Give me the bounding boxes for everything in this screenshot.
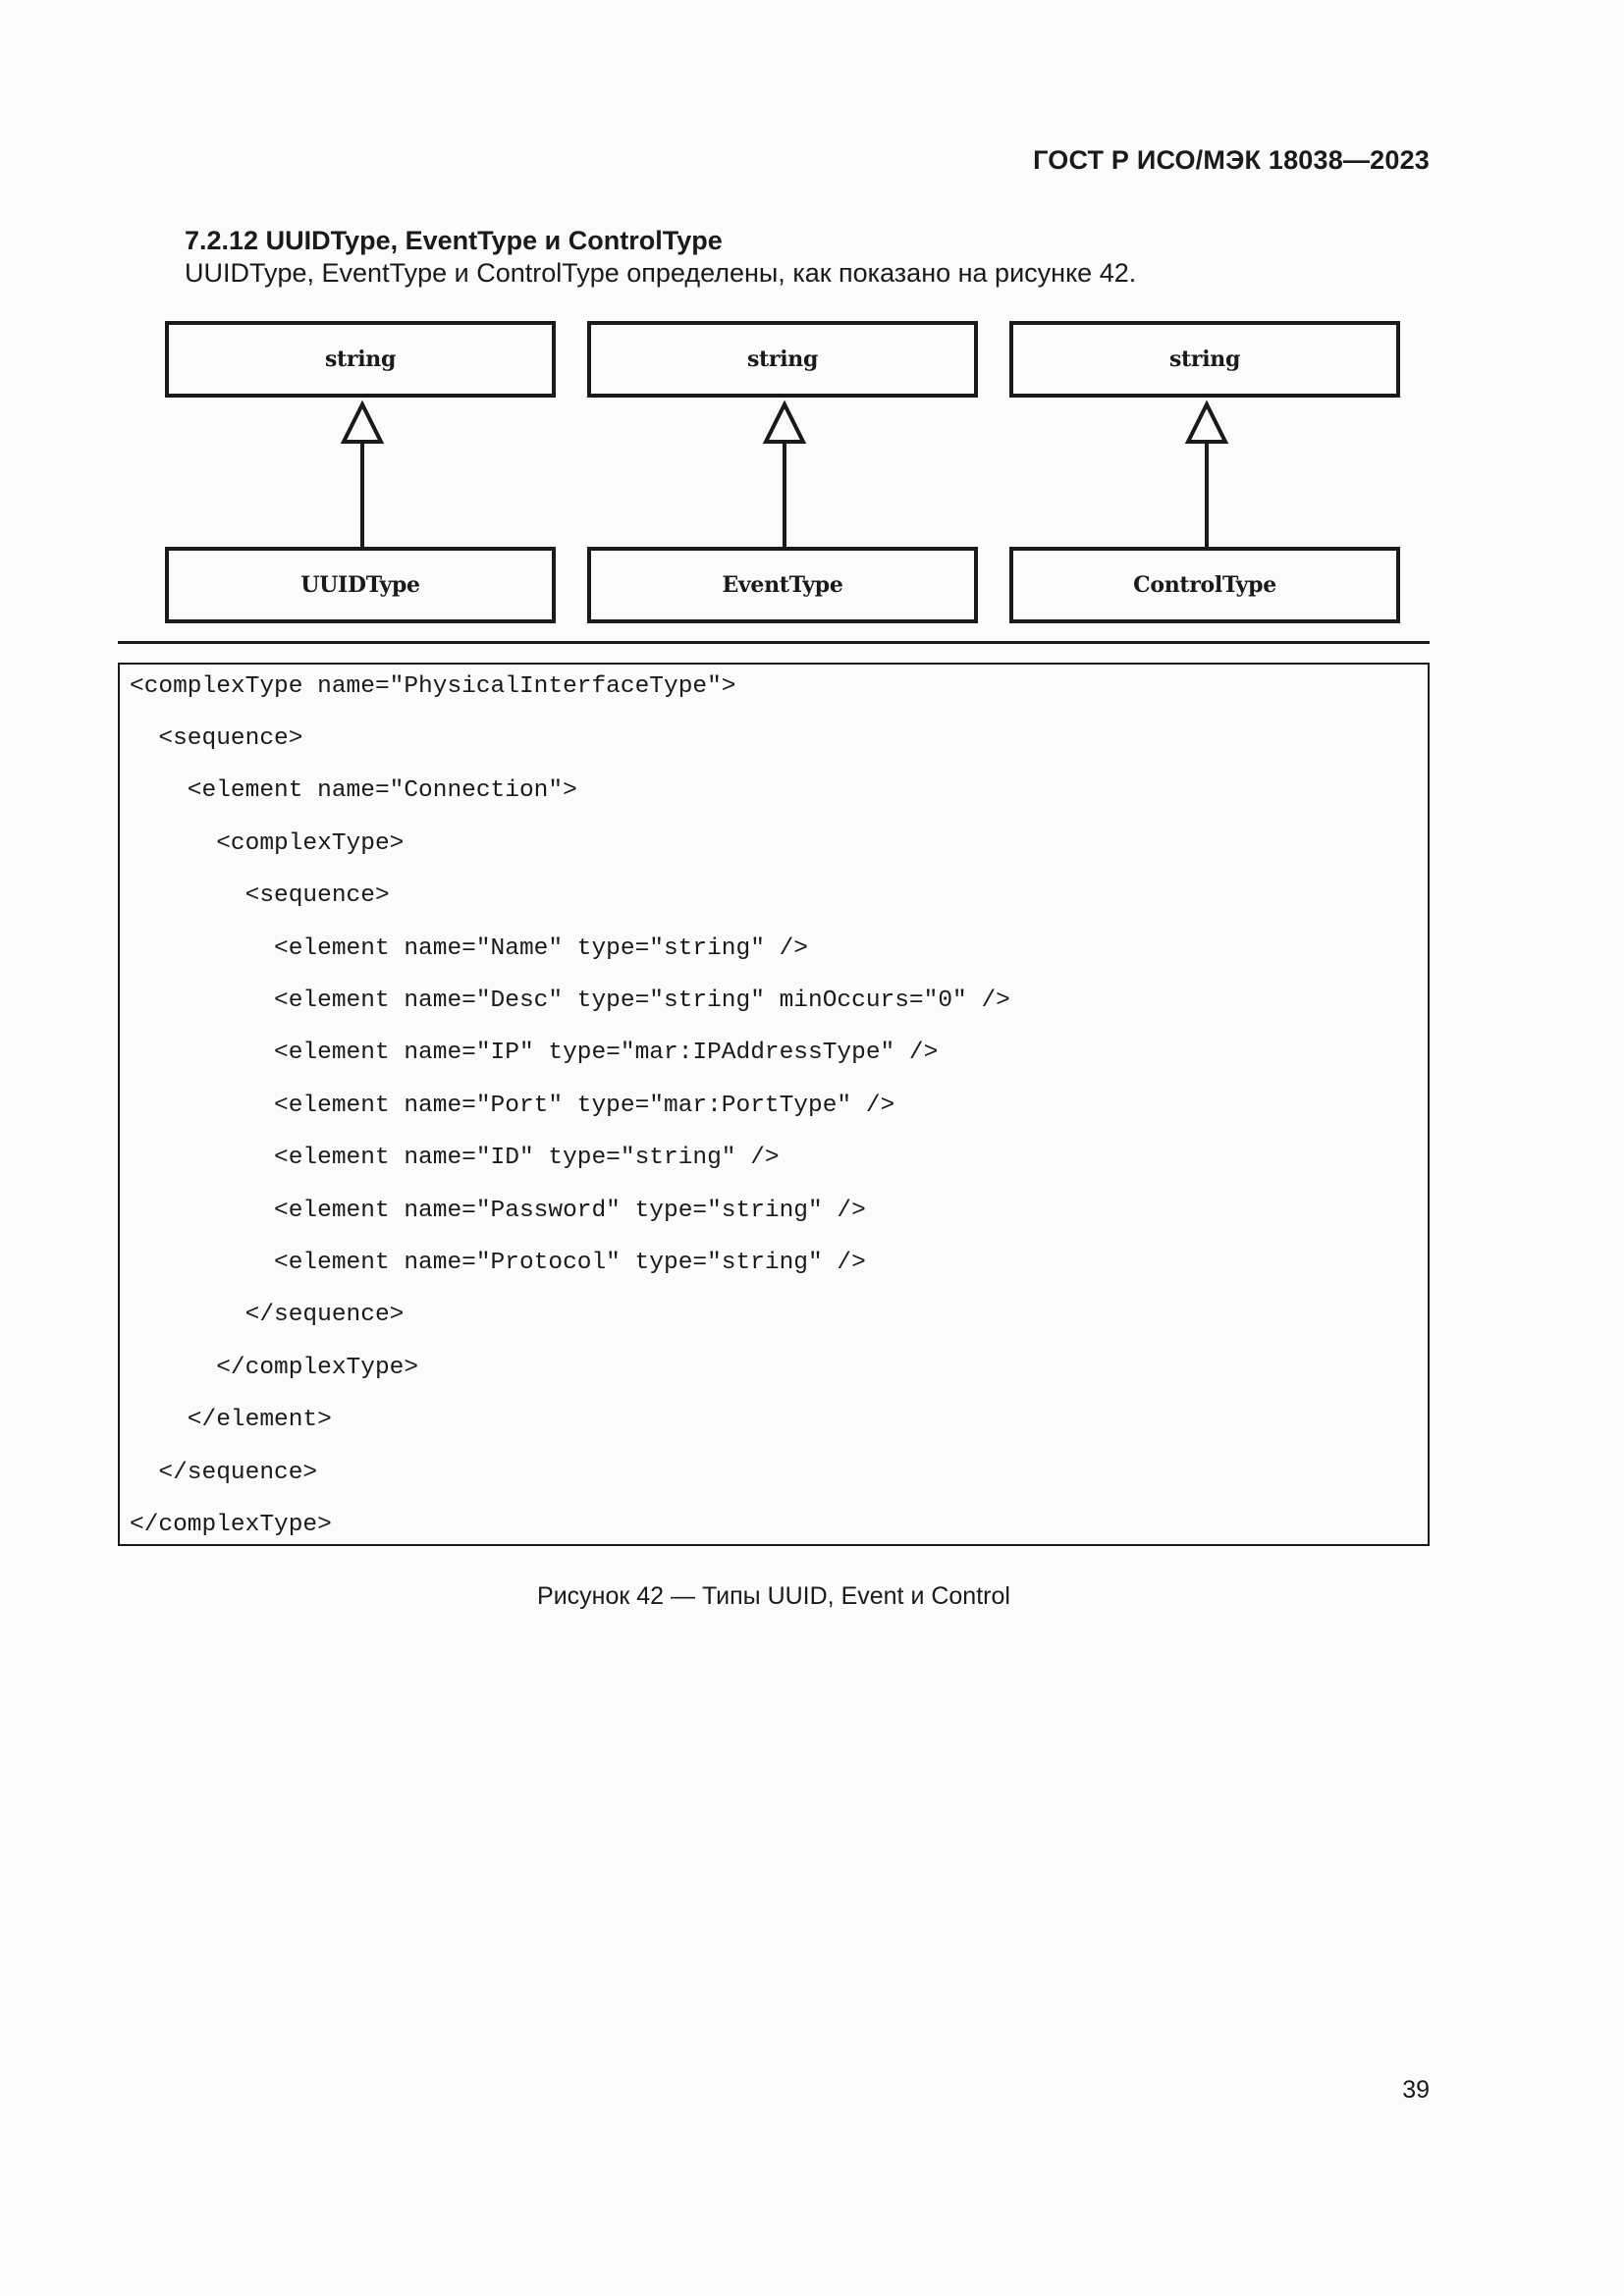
code-line: </complexType> xyxy=(130,1355,419,1381)
inheritance-connectors xyxy=(340,400,1229,547)
document-header: ГОСТ Р ИСО/МЭК 18038—2023 xyxy=(1033,145,1430,175)
parent-type-box: string xyxy=(165,321,556,398)
code-line: <element name="IP" type="mar:IPAddressTy… xyxy=(130,1040,939,1066)
separator-rule xyxy=(118,641,1430,644)
eventtype-box: EventType xyxy=(587,547,978,623)
generalization-arrowhead-icon xyxy=(762,400,807,444)
controltype-box: ControlType xyxy=(1009,547,1400,623)
section-title: 7.2.12 UUIDType, EventType и ControlType xyxy=(185,226,723,255)
page-number: 39 xyxy=(1402,2076,1430,2104)
code-line: <complexType> xyxy=(130,830,405,857)
code-line: </sequence> xyxy=(130,1302,405,1328)
xml-code-listing: <complexType name="PhysicalInterfaceType… xyxy=(118,663,1430,1546)
code-line: <sequence> xyxy=(130,882,390,909)
parent-type-box: string xyxy=(587,321,978,398)
figure-caption: Рисунок 42 — Типы UUID, Event и Control xyxy=(537,1582,1010,1610)
code-line: <complexType name="PhysicalInterfaceType… xyxy=(130,673,736,700)
code-line: </sequence> xyxy=(130,1460,318,1486)
code-line: <element name="Protocol" type="string" /… xyxy=(130,1250,866,1276)
code-line: <element name="Connection"> xyxy=(130,777,577,804)
code-line: </complexType> xyxy=(130,1512,332,1538)
code-line: <element name="Port" type="mar:PortType"… xyxy=(130,1093,895,1119)
code-line: </element> xyxy=(130,1407,332,1433)
code-line: <element name="Password" type="string" /… xyxy=(130,1198,866,1224)
section-text: UUIDType, EventType и ControlType опреде… xyxy=(185,258,1137,288)
code-line: <element name="Desc" type="string" minOc… xyxy=(130,988,1010,1014)
generalization-arrowhead-icon xyxy=(340,400,385,444)
code-line: <element name="Name" type="string" /> xyxy=(130,935,809,962)
inheritance-diagram: string string string UUIDType EventType … xyxy=(0,0,1624,687)
code-line: <sequence> xyxy=(130,725,303,752)
generalization-arrowhead-icon xyxy=(1184,400,1229,444)
parent-type-box: string xyxy=(1009,321,1400,398)
uuidtype-box: UUIDType xyxy=(165,547,556,623)
code-line: <element name="ID" type="string" /> xyxy=(130,1145,780,1171)
